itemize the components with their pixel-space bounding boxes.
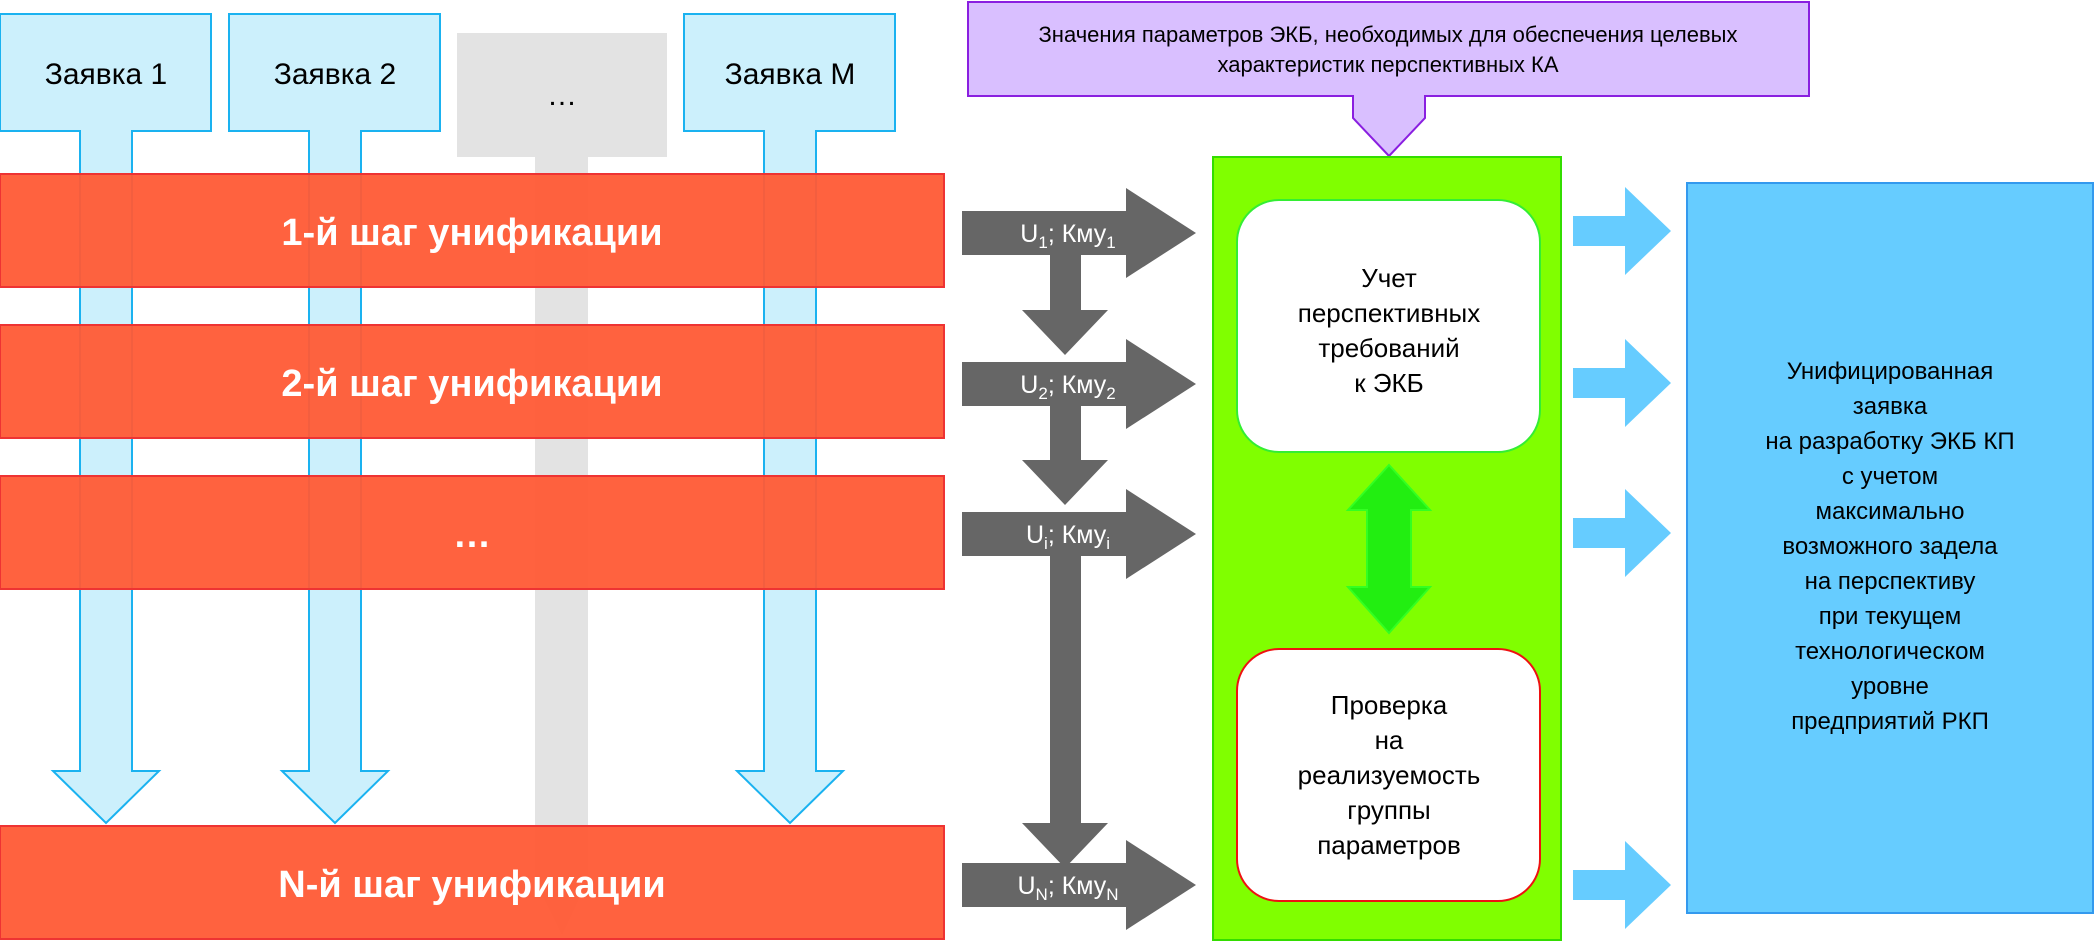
result-arrow	[1573, 187, 1671, 275]
down-flow-arrow	[1022, 255, 1108, 355]
result-arrow	[1573, 339, 1671, 427]
result-box-line: максимально	[1816, 498, 1965, 525]
unification-step: …	[0, 475, 945, 590]
check-box-line: группы	[1347, 795, 1431, 825]
request-label: Заявка 1	[45, 58, 167, 91]
result-box-line: на перспективу	[1805, 568, 1976, 595]
result-box-line: на разработку ЭКБ КП	[1765, 428, 2014, 455]
double-arrow-icon	[1345, 463, 1433, 635]
params-box-line-1: Значения параметров ЭКБ, необходимых для…	[1039, 22, 1738, 47]
result-box-line: технологическом	[1795, 638, 1985, 665]
down-flow-arrow	[1022, 556, 1108, 868]
result-box-line: заявка	[1853, 393, 1928, 420]
check-box-line: Проверка	[1331, 690, 1448, 720]
result-box-line: при текущем	[1819, 603, 1962, 630]
check-box-line: на	[1375, 725, 1404, 755]
step-label: 1-й шаг унификации	[281, 212, 662, 254]
check-box: Проверка на реализуемость группы параметров	[1236, 648, 1541, 902]
result-box-line: возможного задела	[1782, 533, 1998, 560]
params-box: Значения параметров ЭКБ, необходимых для…	[967, 1, 1810, 158]
result-box-line: Унифицированная	[1787, 358, 1994, 385]
request-label: Заявка M	[725, 58, 856, 91]
account-box: Учет перспективных требований к ЭКБ	[1236, 199, 1541, 453]
params-box-line-2: характеристик перспективных КА	[1217, 52, 1558, 77]
request-label: Заявка 2	[274, 58, 396, 91]
result-box-line: уровне	[1851, 673, 1929, 700]
flow-label: U1; Кму1	[1020, 220, 1115, 252]
account-box-line: Учет	[1361, 263, 1417, 293]
result-box-line: с учетом	[1842, 463, 1938, 490]
unification-step: N-й шаг унификации	[0, 825, 945, 940]
check-box-line: параметров	[1317, 830, 1461, 860]
result-arrow	[1573, 841, 1671, 929]
placeholder-request-label: …	[547, 79, 577, 112]
step-label: …	[453, 514, 491, 556]
account-box-line: требований	[1318, 333, 1459, 363]
result-box-line: предприятий РКП	[1791, 708, 1989, 735]
down-flow-arrow	[1022, 406, 1108, 505]
flow-label: U2; Кму2	[1020, 371, 1115, 403]
unification-step: 2-й шаг унификации	[0, 324, 945, 439]
check-box-line: реализуемость	[1298, 760, 1481, 790]
flow-label: Ui; Кмуi	[1026, 521, 1110, 553]
result-box: Унифицированная заявка на разработку ЭКБ К…	[1686, 182, 2094, 914]
flow-label: UN; КмуN	[1017, 872, 1118, 904]
flow-arrow: UN; КмуN	[962, 840, 1196, 930]
step-label: 2-й шаг унификации	[281, 363, 662, 405]
result-arrow	[1573, 489, 1671, 577]
flow-arrow: Ui; Кмуi	[962, 489, 1196, 579]
unification-step: 1-й шаг унификации	[0, 173, 945, 288]
flow-arrow: U2; Кму2	[962, 339, 1196, 429]
account-box-line: перспективных	[1298, 298, 1481, 328]
account-box-line: к ЭКБ	[1354, 368, 1424, 398]
step-label: N-й шаг унификации	[278, 864, 666, 906]
flow-arrow: U1; Кму1	[962, 188, 1196, 278]
